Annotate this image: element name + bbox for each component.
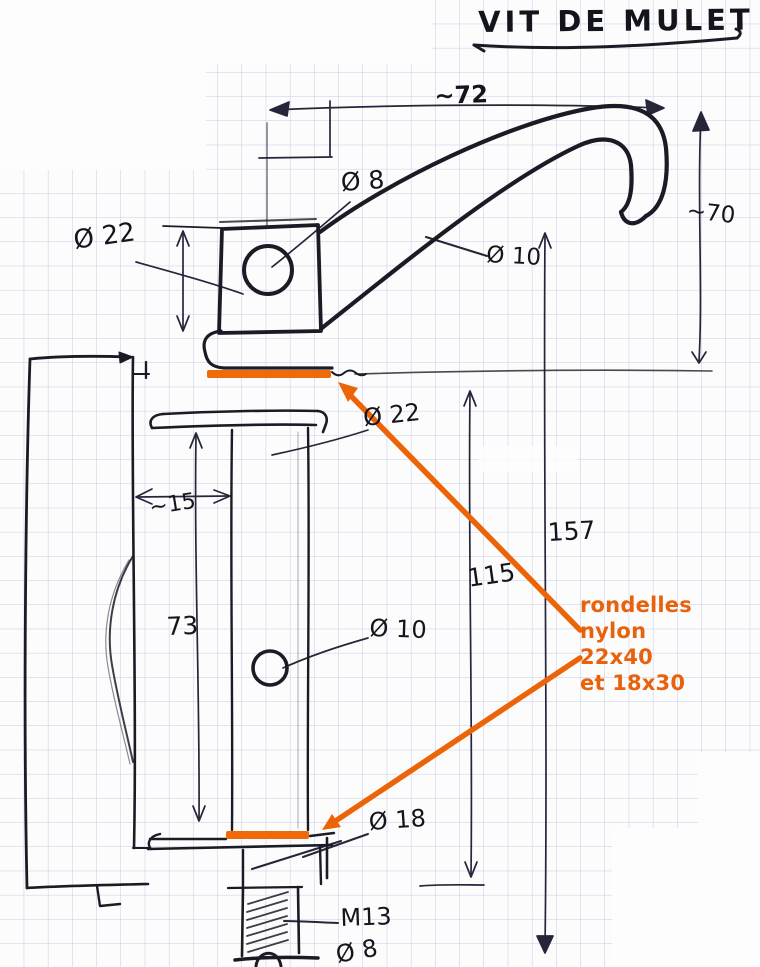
cylinder-body: [230, 426, 310, 832]
bottom-flange: [132, 831, 336, 880]
mast-outline: [23, 351, 150, 908]
orange-annotations: [207, 370, 583, 839]
note-arrow-top: [338, 382, 583, 633]
note-arrow-bottom: [322, 655, 583, 830]
dim-height-total: 157: [546, 515, 597, 547]
dim-tube: Ø 10: [485, 242, 542, 271]
page-title: VIT DE MULET: [477, 2, 754, 39]
boom-level-line: [354, 369, 713, 375]
dim-hole-top: Ø 8: [339, 164, 386, 197]
washer-highlight-top: [207, 370, 331, 378]
fitting-outlines: [23, 103, 713, 967]
nylon-washers-note: rondelles nylon 22x40 et 18x30: [580, 592, 760, 696]
dim-hole-bottom: Ø 8: [333, 933, 380, 967]
gooseneck-arm: [317, 103, 669, 331]
dim-body-height: 73: [165, 610, 199, 641]
washer-squiggle: [331, 369, 367, 377]
dim-thread: M13: [339, 902, 393, 932]
bottom-edge-line: [233, 955, 320, 962]
bolt-hole-circle: [242, 244, 294, 296]
dim-hole-mid: Ø 10: [369, 614, 428, 644]
washer-highlight-bottom: [226, 831, 309, 839]
neck-section: [241, 844, 323, 888]
upper-flange: [149, 409, 329, 434]
thread-hatching: [246, 891, 289, 953]
title-underline: [472, 27, 742, 53]
dim-neck: Ø 18: [367, 804, 427, 836]
dim-cylinder: Ø 22: [361, 398, 422, 432]
dim-height-right: ~70: [685, 198, 737, 229]
mid-hole-circle: [251, 649, 289, 687]
top-bracket-curl: [202, 329, 334, 370]
note-line-1: rondelles nylon: [580, 593, 692, 643]
threaded-section: [226, 885, 320, 967]
bottom-hole-arc: [254, 951, 283, 967]
note-line-3: et 18x30: [580, 671, 686, 695]
pivot-block: [162, 218, 323, 335]
note-line-2: 22x40: [580, 645, 653, 669]
dim-height-inner: 115: [465, 557, 518, 593]
dim-width-top: ~72: [433, 80, 489, 110]
